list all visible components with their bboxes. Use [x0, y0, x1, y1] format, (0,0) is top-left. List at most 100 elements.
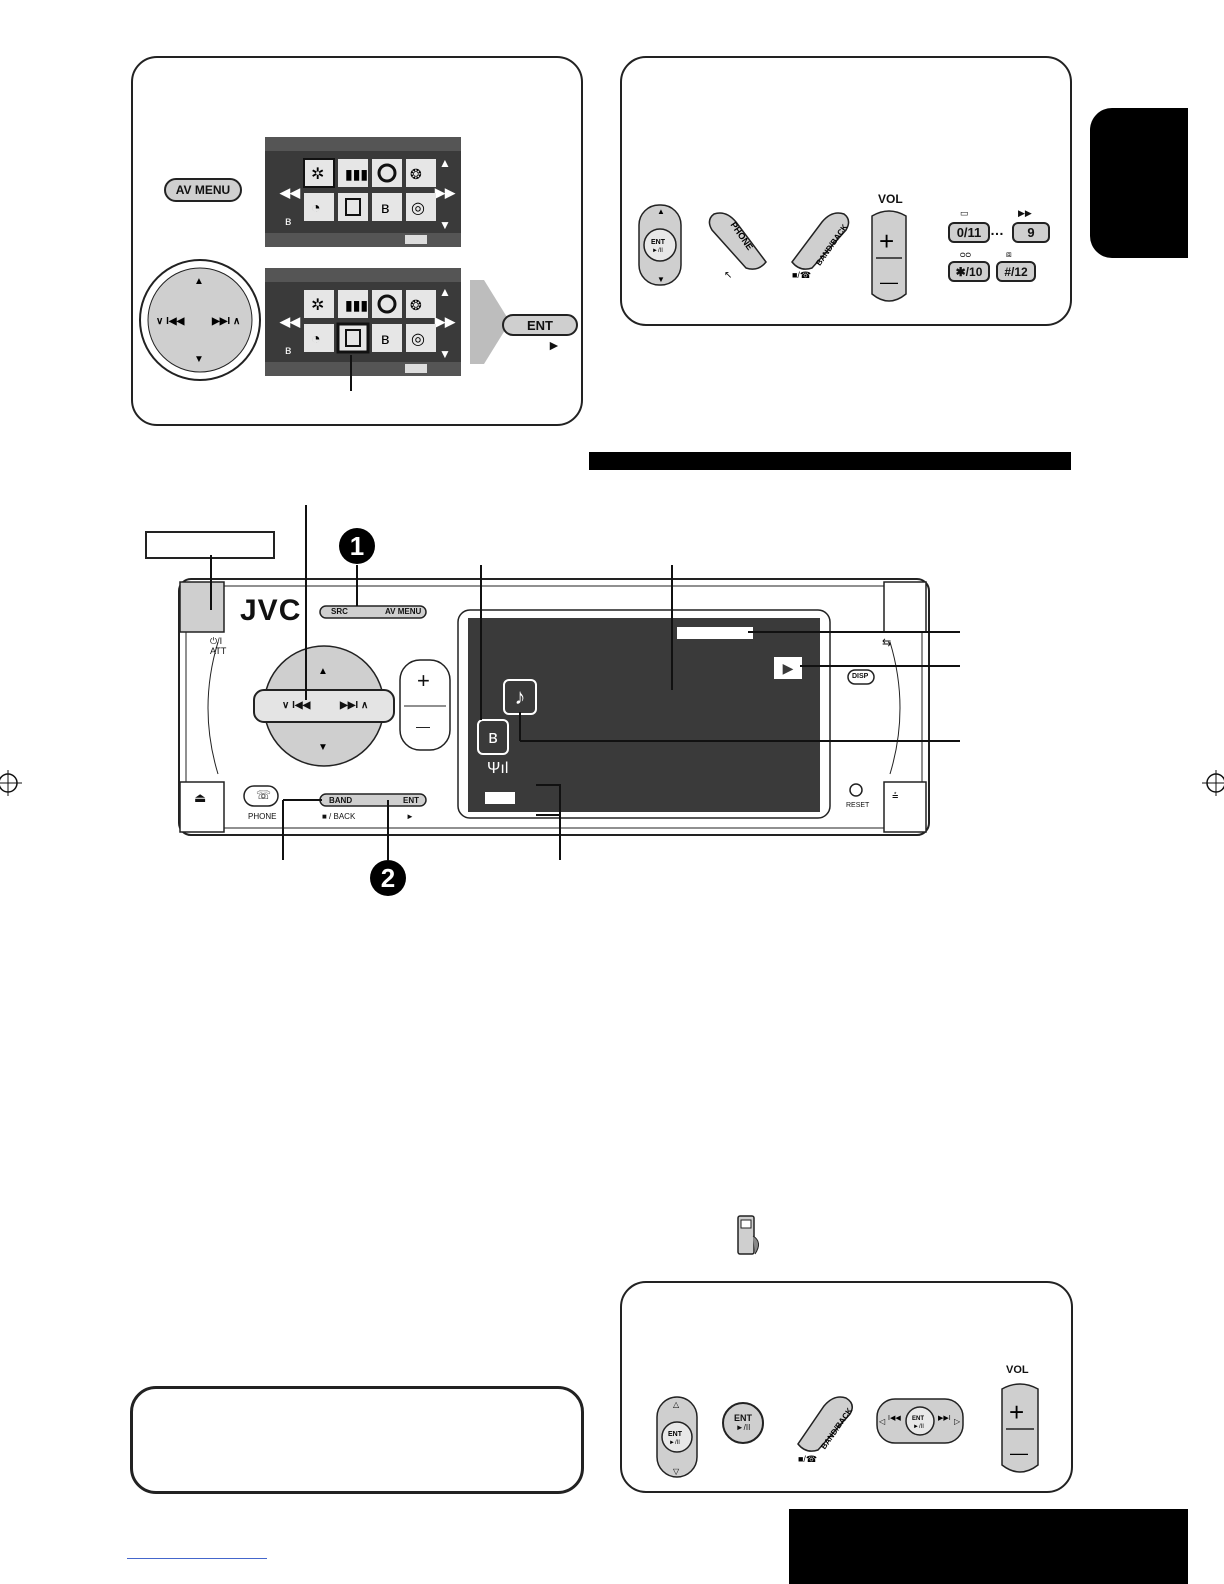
svg-text:ENT: ENT	[668, 1431, 683, 1438]
svg-text:▼: ▼	[318, 742, 328, 753]
ent-button-label: ENT	[527, 317, 553, 333]
battery-icon	[485, 792, 515, 804]
jvc-logo: JVC	[240, 594, 302, 627]
svg-text:❂: ❂	[410, 297, 422, 313]
menu-icons-row-1: ✲ ▮▮▮ ❂ ◔ ʙ ◎	[303, 158, 436, 221]
language-tab	[1090, 108, 1188, 258]
note-box	[130, 1386, 584, 1494]
ent-unit-label[interactable]: ENT	[403, 796, 419, 805]
remote-vol-label-bottom: VOL	[1006, 1364, 1029, 1376]
svg-text:▮▮▮: ▮▮▮	[345, 297, 368, 313]
svg-text:❂: ❂	[410, 166, 422, 182]
svg-text:▼: ▼	[657, 275, 665, 284]
remote-key-9[interactable]: 9	[1012, 222, 1050, 243]
svg-text:■/☎: ■/☎	[792, 270, 811, 280]
head-unit-body: ▲ ▼	[178, 578, 930, 836]
screen-title-bar	[677, 627, 753, 639]
bluetooth-icon: ʙ	[477, 719, 509, 755]
svg-text:—: —	[880, 272, 898, 292]
remote-key-star[interactable]: ✱/10	[948, 261, 990, 282]
unit-vol-plus[interactable]: +	[417, 668, 430, 693]
svg-text:▼: ▼	[439, 347, 451, 361]
svg-text:+: +	[1009, 1397, 1024, 1427]
svg-text:✲: ✲	[311, 297, 324, 314]
step-1-badge: 1	[339, 528, 375, 564]
key-icon-small: ▭	[960, 208, 969, 218]
svg-text:—: —	[1010, 1443, 1028, 1463]
repeat-icon: ⇆	[882, 637, 892, 649]
svg-text:▷: ▷	[954, 1417, 961, 1426]
svg-text:↖: ↖	[724, 270, 732, 280]
menu-screen-1: ◀◀ ▶▶ ▲ ▼ ʙ ✲ ▮▮▮ ❂ ◔ ʙ ◎	[265, 137, 461, 247]
camera-icon-small: ⧈	[1006, 249, 1012, 259]
callout-leader-lines	[210, 505, 960, 860]
svg-text:◎: ◎	[411, 331, 425, 348]
att-label: ATT	[210, 646, 227, 656]
svg-text:◀◀: ◀◀	[279, 314, 301, 329]
control-dial-small[interactable]: ▲ ▼ ∨ I◀◀ ▶▶I ∧	[138, 258, 262, 382]
registration-mark-left	[0, 770, 22, 796]
svg-text:►/II: ►/II	[913, 1424, 924, 1430]
svg-text:ENT: ENT	[912, 1416, 924, 1422]
remote-joystick-bottom[interactable]: △ ▽ ENT ►/II	[656, 1396, 698, 1478]
svg-text:▼: ▼	[194, 354, 204, 365]
prev-track-label[interactable]: ∨ I◀◀	[282, 700, 311, 711]
remote-phone-button[interactable]: PHONE ↖	[706, 210, 772, 280]
svg-text:ʙ: ʙ	[285, 214, 291, 228]
back-label: ■ / BACK	[322, 812, 356, 821]
svg-text:∨ I◀◀: ∨ I◀◀	[156, 316, 185, 327]
registration-mark-right	[1202, 770, 1224, 796]
av-menu-unit-label[interactable]: AV MENU	[385, 607, 422, 616]
remote-joystick[interactable]: ▲ ▼ ENT ►/II	[638, 204, 682, 286]
svg-text:▲: ▲	[439, 285, 451, 299]
eject-icon[interactable]: ⏏	[194, 790, 207, 805]
fast-forward-icon-small: ▶▶	[1018, 208, 1032, 218]
svg-text:ʙ: ʙ	[381, 200, 390, 217]
svg-text:▲: ▲	[439, 156, 451, 170]
ent-button[interactable]: ENT	[502, 314, 578, 336]
svg-text:▶▶: ▶▶	[434, 185, 456, 200]
screen-play-indicator: ▶	[774, 657, 802, 679]
remote-vol-rocker-bottom[interactable]: + —	[998, 1383, 1042, 1477]
svg-text:+: +	[879, 226, 894, 256]
unit-phone-label: PHONE	[248, 812, 277, 821]
footer-underline	[127, 1558, 267, 1559]
svg-text:►/II: ►/II	[652, 248, 663, 254]
next-track-label[interactable]: ▶▶I ∧	[340, 700, 369, 711]
remote-bandback-button-bottom[interactable]: BAND/BACK ■/☎	[794, 1394, 854, 1464]
svg-text:◎: ◎	[411, 200, 425, 217]
unit-vol-minus[interactable]: —	[416, 718, 430, 734]
remote-vol-label: VOL	[878, 192, 903, 206]
src-button-label[interactable]: SRC	[331, 607, 348, 616]
phone-handset-icon[interactable]: ☏	[256, 788, 272, 802]
remote-ent-button-bottom[interactable]: ENT ►/II	[722, 1402, 764, 1444]
disp-button-label[interactable]: DISP	[852, 673, 869, 680]
svg-text:▲: ▲	[318, 666, 328, 677]
av-menu-button-label: AV MENU	[175, 183, 231, 197]
av-menu-button[interactable]: AV MENU	[164, 178, 242, 202]
svg-text:◔: ◔	[311, 200, 321, 217]
svg-text:▶▶I ∧: ▶▶I ∧	[211, 316, 240, 327]
remote-bandback-button[interactable]: BAND/BACK ■/☎	[786, 210, 852, 280]
remote-seek-pad[interactable]: ◁ ▷ I◀◀ ▶▶I ENT ►/II	[876, 1398, 964, 1444]
svg-text:▲: ▲	[657, 207, 665, 216]
remote-vol-rocker[interactable]: + —	[866, 210, 912, 306]
tilt-icon: ⩮	[892, 790, 899, 802]
arrow-to-ent	[470, 280, 510, 364]
cellphone-icon	[737, 1215, 759, 1255]
svg-text:▶▶: ▶▶	[434, 314, 456, 329]
play-glyph: ►	[547, 337, 561, 353]
step-2-badge: 2	[370, 860, 406, 896]
svg-text:▼: ▼	[439, 218, 451, 232]
band-button-label[interactable]: BAND	[329, 796, 353, 805]
selection-pointer-line	[350, 355, 352, 391]
svg-text:◔: ◔	[311, 331, 321, 348]
svg-text:I◀◀: I◀◀	[888, 1415, 901, 1422]
svg-text:ʙ: ʙ	[381, 331, 390, 348]
menu-screen-2: ◀◀ ▶▶ ▲ ▼ ʙ ✲ ▮▮▮ ❂ ◔ ʙ ◎	[265, 268, 461, 376]
svg-text:△: △	[673, 1400, 680, 1409]
remote-key-0[interactable]: 0/11	[948, 222, 990, 243]
reset-label: RESET	[846, 802, 870, 809]
remote-key-hash[interactable]: #/12	[996, 261, 1036, 282]
svg-text:ENT: ENT	[651, 239, 666, 246]
